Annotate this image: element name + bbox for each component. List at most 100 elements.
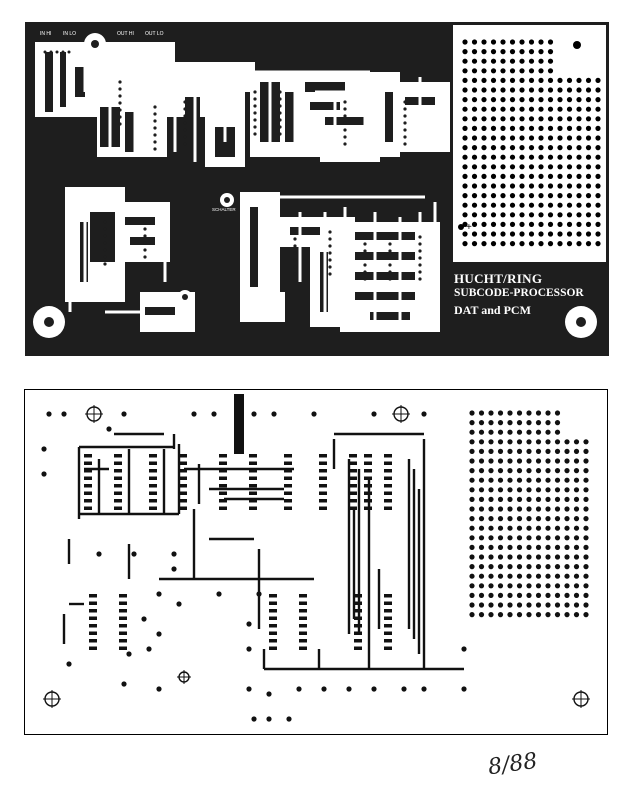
via	[286, 716, 292, 722]
via	[271, 411, 277, 417]
pad	[103, 262, 107, 266]
ic-pad	[119, 616, 127, 620]
pad	[418, 270, 422, 274]
proto-pad	[462, 212, 468, 218]
proto-pad	[469, 564, 475, 570]
proto-pad	[500, 68, 506, 74]
proto-pad	[507, 583, 513, 589]
ic-pad	[219, 491, 227, 495]
proto-pad	[564, 583, 570, 589]
pad	[328, 230, 332, 234]
proto-pad	[500, 39, 506, 45]
proto-pad	[535, 612, 542, 618]
ic-pad	[284, 454, 292, 458]
via	[41, 446, 47, 452]
pad	[328, 258, 332, 262]
proto-pad	[566, 116, 573, 122]
proto-pad	[595, 125, 601, 131]
proto-pad	[497, 564, 504, 570]
proto-pad	[509, 164, 516, 170]
proto-pad	[576, 173, 582, 179]
proto-pad	[538, 116, 544, 122]
proto-pad	[547, 145, 554, 151]
proto-pad	[509, 231, 516, 237]
proto-pad	[509, 106, 516, 112]
proto-pad	[526, 544, 532, 550]
via	[266, 691, 272, 697]
proto-pad	[509, 97, 516, 103]
proto-pad	[519, 164, 525, 170]
proto-pad	[573, 439, 580, 445]
proto-pad	[497, 535, 504, 541]
proto-pad	[595, 154, 601, 160]
proto-pad	[478, 525, 485, 531]
proto-pad	[509, 68, 516, 74]
proto-pad	[595, 202, 601, 208]
pad	[343, 135, 347, 139]
pad	[418, 249, 422, 253]
pad	[363, 277, 367, 281]
proto-pad	[576, 87, 582, 93]
copper-gap	[145, 307, 175, 315]
pad	[328, 237, 332, 241]
proto-pad	[507, 535, 513, 541]
proto-pad	[585, 97, 592, 103]
ic-pad	[179, 461, 187, 465]
pad	[388, 277, 392, 281]
ic-pad	[384, 594, 392, 598]
proto-pad	[478, 612, 485, 618]
label-out-hi: OUT HI	[117, 31, 134, 37]
pad	[153, 112, 157, 116]
pad	[343, 142, 347, 146]
proto-pad	[516, 410, 523, 416]
ic-pad	[284, 461, 292, 465]
proto-pad	[557, 241, 563, 247]
proto-pad	[526, 448, 532, 454]
proto-pad	[490, 68, 497, 74]
proto-pad	[507, 516, 513, 522]
proto-pad	[545, 429, 551, 435]
board-title-formats: DAT and PCM	[454, 303, 531, 317]
proto-pad	[585, 173, 592, 179]
ic-pad	[149, 469, 157, 473]
ic-pad	[384, 609, 392, 613]
proto-pad	[500, 173, 506, 179]
proto-pad	[528, 221, 535, 227]
ic-pad	[219, 461, 227, 465]
proto-pad	[488, 448, 494, 454]
proto-pad	[576, 135, 582, 141]
ic-pad	[364, 476, 372, 480]
ic-pad	[384, 631, 392, 635]
ic-pad	[364, 469, 372, 473]
proto-pad	[547, 49, 554, 55]
proto-pad	[528, 68, 535, 74]
proto-pad	[564, 439, 570, 445]
pad	[403, 107, 407, 111]
proto-pad	[528, 145, 535, 151]
label-switch: SCHALTER	[212, 207, 236, 212]
proto-pad	[547, 212, 554, 218]
pad	[143, 234, 147, 238]
proto-pad	[583, 564, 589, 570]
proto-pad	[538, 97, 544, 103]
proto-pad	[545, 544, 551, 550]
pcb-bottom-layer	[24, 389, 608, 735]
pad	[143, 227, 147, 231]
proto-pad	[547, 173, 554, 179]
proto-pad	[585, 183, 592, 189]
proto-pad	[547, 58, 554, 64]
proto-pad	[538, 77, 544, 83]
pad	[253, 125, 257, 129]
proto-pad	[490, 241, 497, 247]
proto-pad	[535, 420, 542, 426]
proto-pad	[554, 448, 561, 454]
proto-pad	[481, 231, 487, 237]
proto-pad	[526, 525, 532, 531]
pad	[253, 104, 257, 108]
proto-pad	[535, 468, 542, 474]
proto-pad	[545, 573, 551, 579]
proto-pad	[595, 77, 601, 83]
proto-pad	[478, 439, 485, 445]
copper-gap	[310, 102, 340, 110]
ic-pad	[119, 631, 127, 635]
